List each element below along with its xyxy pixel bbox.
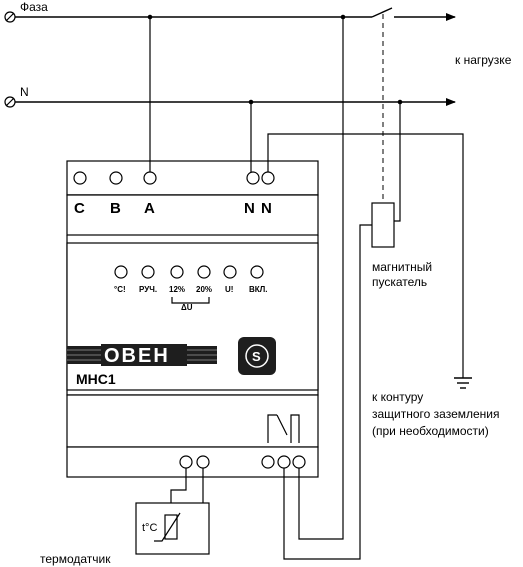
starter-label-1: магнитный bbox=[372, 260, 432, 274]
led-label-manual: РУЧ. bbox=[139, 285, 157, 294]
led-12pct bbox=[170, 265, 184, 279]
terminal-sensor-1[interactable] bbox=[179, 455, 193, 469]
terminal-label-c: C bbox=[74, 200, 85, 217]
terminal-sensor-2[interactable] bbox=[196, 455, 210, 469]
terminal-relay-3[interactable] bbox=[292, 455, 306, 469]
model-label: МНС1 bbox=[76, 371, 116, 387]
load-label: к нагрузке bbox=[455, 53, 512, 67]
terminal-label-b: B bbox=[110, 200, 121, 217]
led-on bbox=[250, 265, 264, 279]
phase-line bbox=[4, 7, 456, 23]
delta-u-label: ΔU bbox=[181, 303, 193, 312]
ground-label-1: к контуру bbox=[372, 390, 423, 404]
ground-symbol bbox=[454, 377, 472, 389]
sensor-symbol-label: t°C bbox=[142, 522, 157, 534]
led-indicators bbox=[114, 265, 264, 279]
terminal-n1[interactable] bbox=[246, 171, 260, 185]
led-20pct bbox=[197, 265, 211, 279]
ground-label-2: защитного заземления bbox=[372, 407, 500, 421]
delta-u-bracket bbox=[171, 297, 210, 304]
ground-label-3: (при необходимости) bbox=[372, 424, 489, 438]
terminal-label-a: A bbox=[144, 200, 155, 217]
terminal-relay-2[interactable] bbox=[277, 455, 291, 469]
neutral-label: N bbox=[20, 85, 29, 99]
relay-contact-symbol bbox=[267, 414, 300, 443]
bottom-terminals bbox=[179, 455, 306, 469]
led-label-20pct: 20% bbox=[196, 285, 212, 294]
relay-device bbox=[66, 160, 319, 478]
top-terminals bbox=[73, 171, 275, 185]
terminal-label-n2: N bbox=[261, 200, 272, 217]
badge-circle bbox=[245, 344, 269, 368]
badge-letter: S bbox=[252, 349, 261, 364]
brand-badge bbox=[238, 337, 276, 375]
led-manual bbox=[141, 265, 155, 279]
brand-strip bbox=[67, 344, 217, 366]
wires bbox=[149, 17, 464, 560]
led-overheat bbox=[114, 265, 128, 279]
terminal-relay-1[interactable] bbox=[261, 455, 275, 469]
led-label-on: ВКЛ. bbox=[249, 285, 268, 294]
led-label-12pct: 12% bbox=[169, 285, 185, 294]
sensor-label: термодатчик bbox=[40, 552, 111, 566]
neutral-line bbox=[4, 96, 456, 108]
terminal-a[interactable] bbox=[143, 171, 157, 185]
terminal-n2[interactable] bbox=[261, 171, 275, 185]
led-label-voltage: U! bbox=[225, 285, 233, 294]
led-label-overheat: °C! bbox=[114, 285, 126, 294]
temperature-sensor bbox=[135, 502, 210, 555]
terminal-c[interactable] bbox=[73, 171, 87, 185]
phase-label: Фаза bbox=[20, 0, 48, 14]
brand-logo: ОВЕН bbox=[104, 345, 170, 367]
led-voltage bbox=[223, 265, 237, 279]
starter-coil bbox=[371, 202, 395, 248]
terminal-label-n1: N bbox=[244, 200, 255, 217]
terminal-b[interactable] bbox=[109, 171, 123, 185]
starter-label-2: пускатель bbox=[372, 275, 427, 289]
